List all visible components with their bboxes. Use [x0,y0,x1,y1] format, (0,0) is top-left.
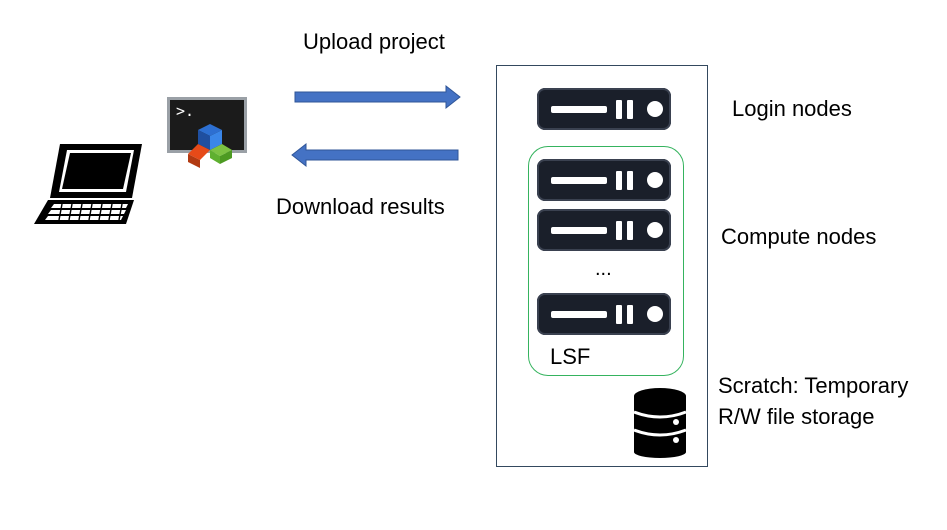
compute-nodes-group [528,146,684,376]
scheduler-label: LSF [550,344,591,369]
scratch-label-line1: Scratch: Temporary [718,373,909,398]
download-label: Download results [276,194,445,219]
upload-arrow [294,84,461,110]
cluster-box [496,65,708,467]
login-node-server-icon [537,88,671,130]
compute-node-server-icon [537,159,671,201]
laptop-icon [34,144,142,224]
upload-label: Upload project [303,29,445,54]
terminal-prompt: >. [176,102,195,120]
compute-node-server-icon [537,209,671,251]
compute-nodes-ellipsis: ... [595,258,612,280]
scratch-label-line2: R/W file storage [718,404,875,429]
compute-node-server-icon [537,293,671,335]
download-arrow [291,142,459,168]
login-nodes-label: Login nodes [732,96,852,121]
database-icon [633,388,687,458]
terminal-app-icon [167,97,247,168]
compute-nodes-label: Compute nodes [721,224,877,249]
